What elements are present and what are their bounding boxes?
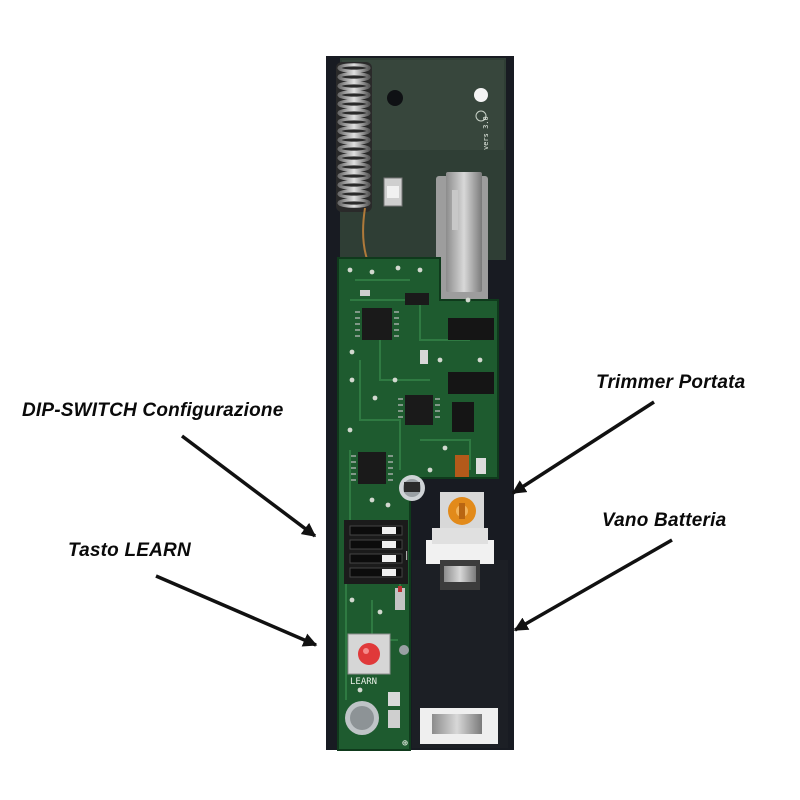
via [465,297,471,303]
dip-switch-slot [349,553,403,564]
pcb-traces [345,279,471,700]
switch-marking: | [404,551,409,561]
coil-ring [337,126,371,136]
coil-ring [337,81,371,91]
via [347,427,353,433]
via [385,502,391,508]
trimmer-label: Trimmer Portata [596,372,746,393]
callout-arrows [155,400,673,647]
solder-pad [399,645,409,655]
ic-chip [358,293,494,484]
coil-ring [337,108,371,118]
capacitor [399,475,425,501]
via [392,377,398,383]
dip-switch-lever[interactable] [382,541,396,548]
arrow-dip-switch [180,434,317,538]
svg-text:vers 3.0: vers 3.0 [482,116,490,150]
coil-ring [337,63,371,73]
via [395,265,401,271]
dip-switch-slot [349,567,403,578]
coil-ring [337,198,371,208]
via [369,269,375,275]
battery-bay [412,528,508,748]
dip-switch[interactable] [344,520,408,584]
antenna-coil [336,62,372,263]
dip-switch-lever[interactable] [382,569,396,576]
mount-hole [387,90,403,106]
ic-pins [351,311,440,481]
via [417,267,423,273]
via [349,349,355,355]
via [369,497,375,503]
plus-marking: ⊕ [402,738,408,749]
coil-ring [337,144,371,154]
coil-ring [337,99,371,109]
via [437,357,443,363]
coil-ring [337,72,371,82]
via [357,687,363,693]
coil-ring [337,90,371,100]
via [349,597,355,603]
via [349,377,355,383]
via [427,467,433,473]
learn-button-label: Tasto LEARN [68,540,191,561]
learn-silkscreen-label: LEARN [350,677,377,687]
led-indicator [474,88,488,102]
coil-ring [337,180,371,190]
arrow-trimmer [511,400,655,495]
bottom-capacitor [345,692,400,735]
dip-switch-slot [349,525,403,536]
dip-switch-lever[interactable] [382,527,396,534]
coil-ring [337,162,371,172]
dip-switch-slot [349,539,403,550]
arrow-learn-button [155,574,318,647]
via [442,445,448,451]
coil-ring [337,135,371,145]
via [347,267,353,273]
via [477,357,483,363]
dip-switch-lever[interactable] [382,555,396,562]
arrow-battery-bay [513,538,673,632]
coil-ring [337,171,371,181]
coil-ring [337,117,371,127]
coil-ring [337,189,371,199]
via [377,609,383,615]
learn-button[interactable] [347,633,391,675]
shield-component [436,172,488,304]
trimmer-potentiometer[interactable] [440,492,484,530]
coil-ring [337,153,371,163]
via [372,395,378,401]
smd-parts [360,290,486,610]
battery-bay-label: Vano Batteria [602,510,727,531]
dip-switch-label: DIP-SWITCH Configurazione [22,400,284,421]
